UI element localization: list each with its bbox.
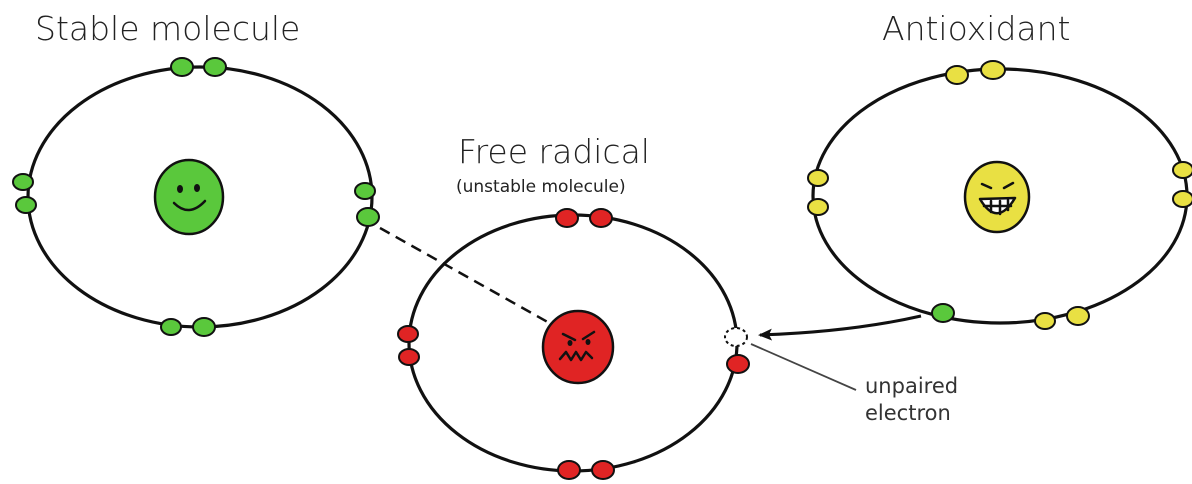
- unpaired-label-line2: electron: [865, 401, 951, 425]
- electron: [726, 354, 750, 374]
- electron: [557, 460, 581, 480]
- electron: [591, 460, 615, 480]
- electron: [398, 348, 420, 366]
- electron: [203, 57, 227, 77]
- radical-electrons: [397, 208, 750, 480]
- electron: [356, 207, 380, 227]
- smiley-face-icon: [153, 158, 225, 236]
- electron: [12, 173, 34, 191]
- antioxidant-molecule: Antioxidant: [807, 9, 1192, 330]
- unpaired-electron-slot: [724, 327, 748, 347]
- electron: [354, 182, 376, 200]
- unpaired-pointer-line: [750, 343, 857, 391]
- electron: [15, 196, 37, 214]
- free-radical-label: Free radical: [458, 132, 650, 171]
- electron: [397, 325, 419, 343]
- free-radical-molecule: Free radical (unstable molecule): [397, 132, 750, 480]
- grinning-face-icon: [963, 160, 1031, 234]
- stable-electrons: [12, 57, 380, 337]
- dashed-connector: [379, 226, 554, 327]
- electron: [945, 65, 969, 85]
- free-radical-sublabel: (unstable molecule): [456, 177, 626, 197]
- electron: [980, 60, 1006, 80]
- electron: [192, 317, 216, 337]
- stable-molecule-label: Stable molecule: [35, 9, 300, 48]
- electron: [1172, 161, 1192, 179]
- electron: [807, 169, 829, 187]
- antioxidant-electrons: [807, 60, 1192, 330]
- antioxidant-label: Antioxidant: [882, 9, 1071, 48]
- electron: [1172, 190, 1192, 208]
- electron: [170, 57, 194, 77]
- unpaired-label-line1: unpaired: [865, 374, 958, 398]
- electron: [1034, 312, 1056, 330]
- stable-molecule: Stable molecule: [12, 9, 380, 337]
- electron: [160, 318, 182, 336]
- donation-arrow: [758, 314, 922, 341]
- electron: [555, 208, 579, 228]
- angry-face-icon: [541, 309, 615, 385]
- donated-electron: [931, 303, 955, 323]
- electron: [1066, 306, 1090, 326]
- electron: [807, 198, 829, 216]
- electron: [589, 208, 613, 228]
